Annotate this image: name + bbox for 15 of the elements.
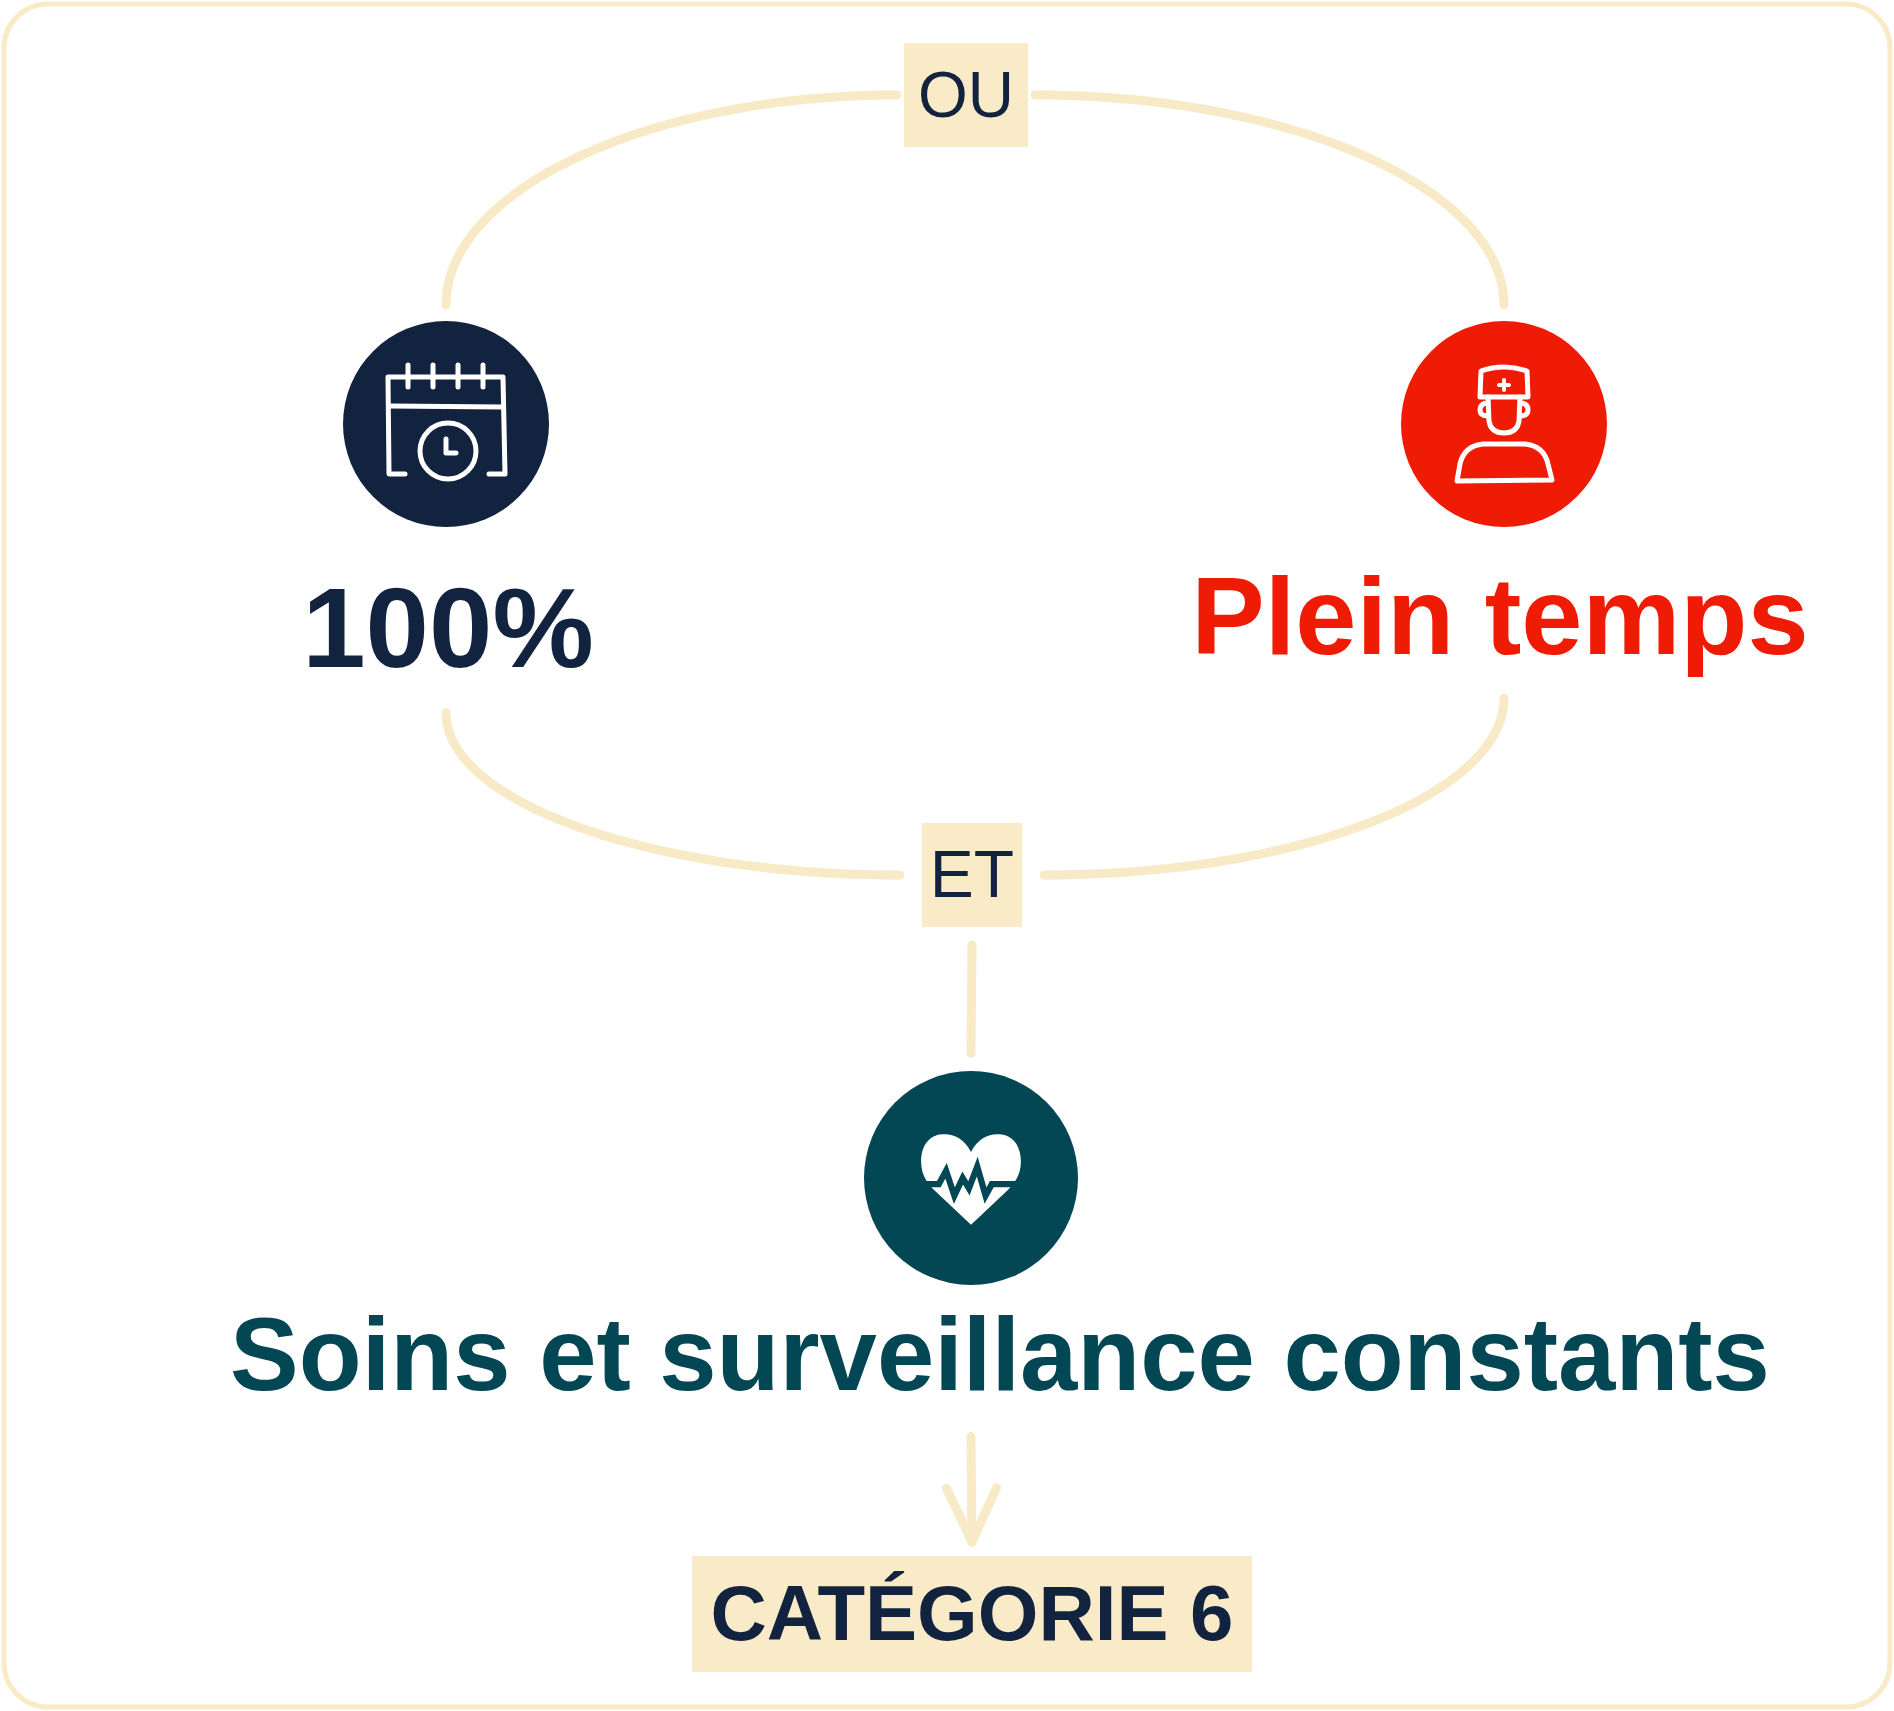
connector-line: [441, 90, 902, 310]
connector-line: [966, 940, 977, 1058]
highlight-box: [692, 1556, 1252, 1672]
highlight-box: [904, 43, 1028, 147]
node-label: 100%: [302, 563, 594, 693]
operator-label: ET: [929, 836, 1015, 914]
connector-line: [1039, 693, 1509, 880]
node-label: Soins et surveillance constants: [230, 1296, 1770, 1414]
connector-line: [441, 708, 905, 880]
node-label: Plein temps: [1191, 553, 1809, 679]
connector-line: [1030, 90, 1509, 310]
arrow: [942, 1432, 1001, 1547]
highlight-box: [922, 823, 1022, 927]
result-label: CATÉGORIE 6: [710, 1568, 1234, 1660]
operator-label: OU: [918, 57, 1014, 133]
